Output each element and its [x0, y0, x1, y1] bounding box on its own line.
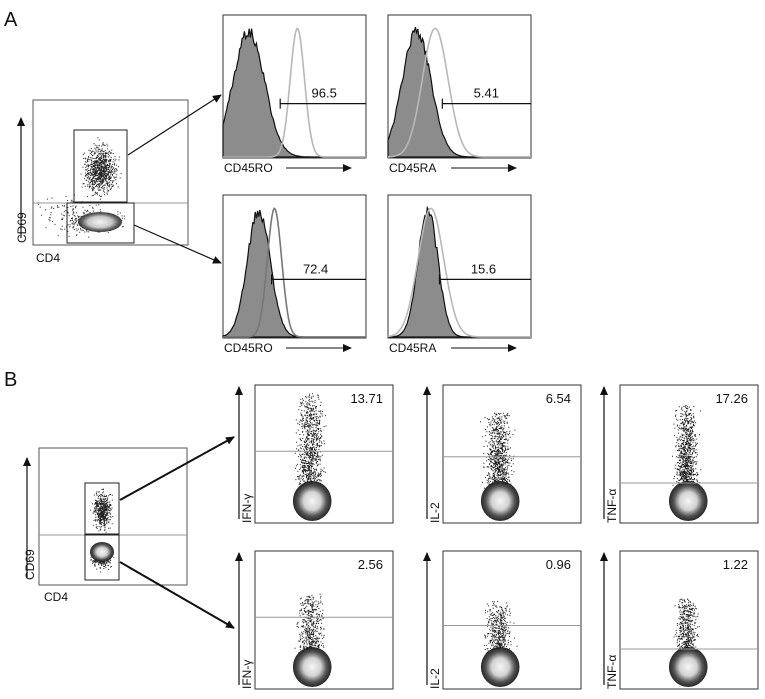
panel-a-high-cloud [80, 137, 122, 203]
panel-b-y-axis-label: CD69 [23, 549, 37, 580]
density-plot-core [292, 481, 332, 521]
density-plot-y-axis-label: IL-2 [428, 502, 442, 523]
panel-a-label: A [4, 9, 18, 31]
panel-b-x-axis-label: CD4 [44, 590, 68, 604]
density-plot-y-axis-label: IFN-γ [240, 494, 254, 523]
density-plot-events [670, 404, 702, 506]
panel-b-high-cloud-points [90, 488, 114, 533]
panel-b-label: B [4, 369, 17, 391]
histogram-x-axis-label: CD45RA [389, 341, 436, 355]
panel-b-low-gate [84, 534, 120, 581]
density-plot-core [668, 647, 708, 687]
panel-a-x-axis-label: CD4 [36, 251, 60, 265]
panel-b-high-cloud [90, 488, 114, 533]
panel-a-gate-dots [38, 137, 126, 238]
histogram-percentage: 96.5 [312, 86, 337, 101]
density-plot-percentage: 0.96 [546, 557, 571, 572]
panel-a: A CD69 CD4 96.5CD45RO5.41CD45RA72.4CD45R… [4, 9, 532, 355]
panel-b-high-arrow [119, 436, 235, 501]
histogram-stained-overlay [387, 207, 531, 338]
density-plot-y-axis-label: TNF-α [605, 655, 619, 689]
density-plot-y-axis-label: IFN-γ [240, 660, 254, 689]
panel-b: B CD69 CD4 13.71IFN-γ6.54IL-217.26TNF-α2… [4, 369, 759, 690]
density-plot-core [480, 481, 520, 521]
panel-b-gate-plot: CD69 CD4 [23, 436, 235, 629]
density-plot-percentage: 17.26 [715, 391, 748, 406]
density-plot-percentage: 6.54 [546, 391, 571, 406]
histogram-stained-overlay [388, 27, 531, 158]
density-plot-events [480, 412, 516, 506]
histogram-x-axis-label: CD45RO [224, 341, 273, 355]
histogram-stained-overlay [223, 207, 366, 338]
histogram-x-axis-label: CD45RA [389, 161, 436, 175]
density-plot-percentage: 13.71 [350, 391, 383, 406]
panel-b-density-plots: 13.71IFN-γ6.54IL-217.26TNF-α2.56IFN-γ0.9… [235, 384, 759, 690]
histogram-stained-overlay [223, 27, 366, 158]
density-plot-events [482, 600, 518, 672]
panel-b-low-arrow [119, 561, 235, 629]
density-plot-events [672, 598, 700, 672]
panel-a-high-cloud-points [80, 137, 122, 203]
panel-b-high-gate [84, 482, 120, 535]
density-plot-core [668, 481, 708, 521]
panel-b-gate-dots [90, 488, 115, 573]
histogram-percentage: 15.6 [471, 261, 496, 276]
panel-a-y-axis-label: CD69 [15, 212, 29, 243]
panel-a-low-density-zone [78, 212, 122, 232]
density-plot-percentage: 2.56 [358, 557, 383, 572]
density-plot-core [292, 647, 332, 687]
panel-a-gate-plot: CD69 CD4 [15, 94, 222, 265]
density-plot-events [294, 593, 326, 672]
density-plot-core [480, 647, 520, 687]
density-plot-y-axis-label: IL-2 [428, 668, 442, 689]
density-plot-events [294, 393, 329, 506]
histogram-x-axis-label: CD45RO [224, 161, 273, 175]
density-plot-percentage: 1.22 [723, 557, 748, 572]
histogram-percentage: 5.41 [474, 86, 499, 101]
panel-b-low-density-zone [90, 542, 114, 562]
panel-a-low-arrow [133, 224, 222, 264]
panel-a-high-gate [73, 129, 128, 203]
panel-a-high-arrow [127, 94, 222, 156]
density-plot-y-axis-label: TNF-α [605, 489, 619, 523]
histogram-percentage: 72.4 [303, 261, 328, 276]
panel-a-low-gate [66, 202, 135, 244]
